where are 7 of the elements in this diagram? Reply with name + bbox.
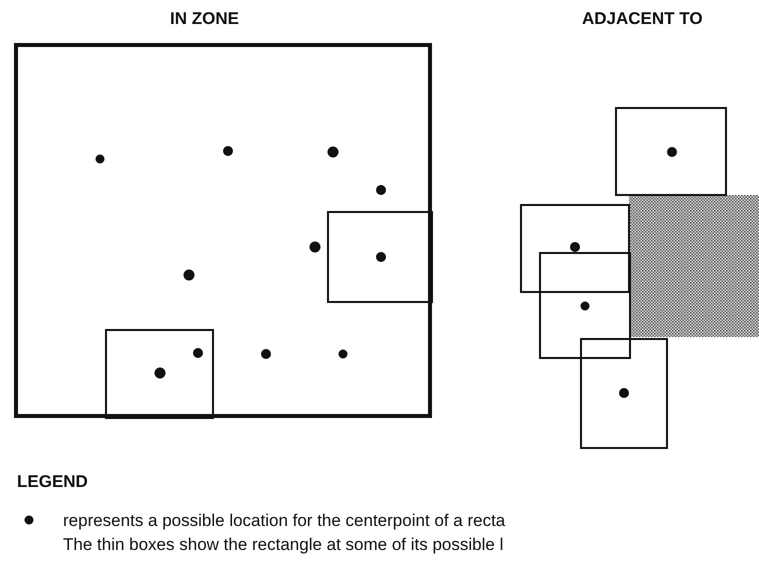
shaded-area: [629, 195, 759, 337]
legend-text: The thin boxes show the rectangle at some of its possible l: [63, 536, 504, 553]
zone-boundary-box: [14, 43, 432, 418]
panel-heading: ADJACENT TO: [582, 10, 703, 27]
legend-text: represents a possible location for the centerpoint of a recta: [63, 512, 506, 529]
panel-heading: IN ZONE: [170, 10, 239, 27]
legend-heading: LEGEND: [17, 473, 88, 490]
